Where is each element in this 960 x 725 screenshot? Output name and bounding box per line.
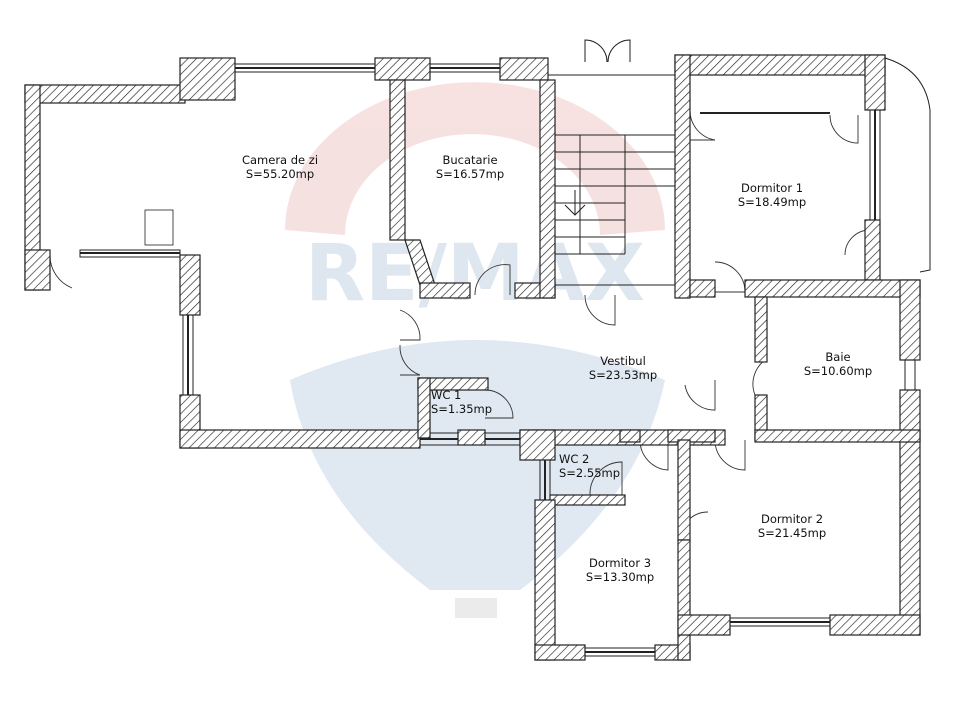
room-baie: Baie S=10.60mp [804,350,872,378]
watermark-text: RE/MAX [305,229,645,319]
room-name: Baie [825,350,851,364]
walls [24,54,921,661]
room-area: S=1.35mp [431,402,493,416]
room-dormitor-3: Dormitor 3 S=13.30mp [586,556,654,584]
room-area: S=2.55mp [559,466,621,480]
room-area: S=21.45mp [757,526,827,540]
room-area: S=16.57mp [435,167,505,181]
room-dormitor-1: Dormitor 1 S=18.49mp [738,181,806,209]
room-camera-de-zi: Camera de zi S=55.20mp [242,153,318,181]
room-name: WC 2 [559,452,590,466]
room-dormitor-2: Dormitor 2 S=21.45mp [758,512,826,540]
room-name: Camera de zi [241,153,319,167]
room-wc-2: WC 2 S=2.55mp [559,452,620,480]
room-area: S=55.20mp [245,167,315,181]
room-bucatarie: Bucatarie S=16.57mp [436,153,504,181]
room-name: Dormitor 2 [760,512,824,526]
room-name: Vestibul [600,354,646,368]
room-area: S=23.53mp [588,368,658,382]
room-area: S=10.60mp [803,364,873,378]
staircase [547,39,676,286]
room-area: S=18.49mp [737,195,807,209]
room-name: Dormitor 3 [588,556,652,570]
room-name: Bucatarie [442,153,498,167]
room-wc-1: WC 1 S=1.35mp [431,388,492,416]
room-area: S=13.30mp [585,570,655,584]
room-vestibul: Vestibul S=23.53mp [589,354,657,382]
room-name: Dormitor 1 [740,181,804,195]
remax-watermark: RE/MAX [285,82,665,618]
room-name: WC 1 [431,388,462,402]
